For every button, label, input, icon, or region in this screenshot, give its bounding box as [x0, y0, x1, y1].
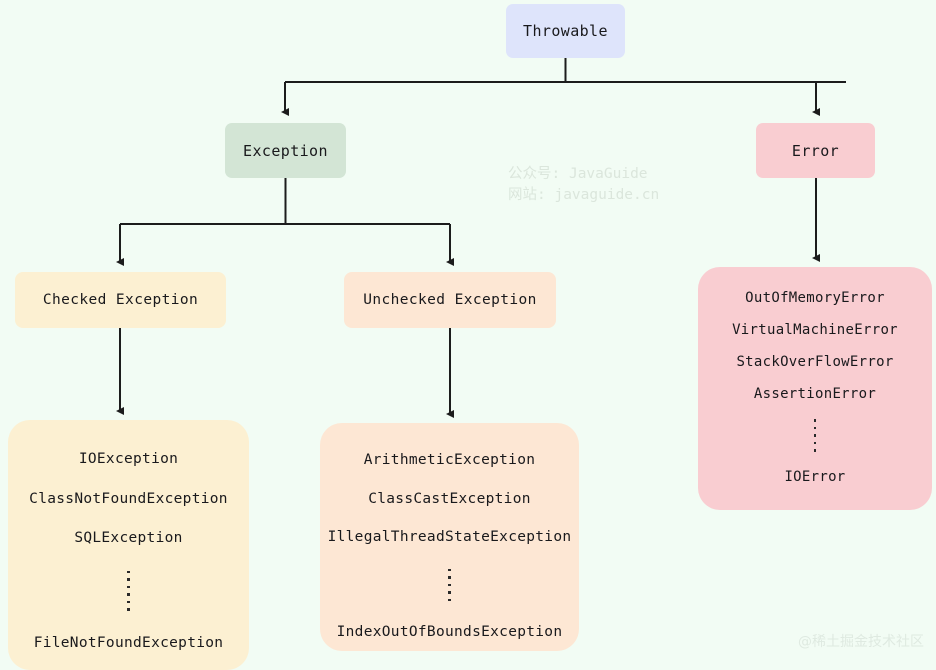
- node-checked-exception-label: Checked Exception: [42, 292, 199, 308]
- node-exception[interactable]: Exception: [225, 123, 346, 178]
- list-item: ClassCastException: [368, 490, 531, 507]
- list-item: IOError: [784, 468, 846, 485]
- list-item: StackOverFlowError: [736, 354, 894, 370]
- watermark-corner: @稀土掘金技术社区: [798, 634, 924, 650]
- list-item: VirtualMachineError: [732, 322, 898, 338]
- watermark-center-line1: 公众号: JavaGuide: [508, 166, 648, 182]
- vertical-ellipsis-icon: [813, 419, 817, 452]
- node-exception-label: Exception: [243, 141, 328, 160]
- node-error-label: Error: [791, 141, 840, 160]
- vertical-ellipsis-icon: [127, 570, 130, 611]
- node-error[interactable]: Error: [756, 123, 875, 178]
- list-item: FileNotFoundException: [33, 634, 224, 651]
- list-item: IllegalThreadStateException: [327, 529, 572, 545]
- node-checked-exception[interactable]: Checked Exception: [15, 272, 226, 328]
- node-throwable-label: Throwable: [523, 22, 608, 40]
- list-checked-exceptions: IOException ClassNotFoundException SQLEx…: [8, 420, 249, 670]
- list-item: AssertionError: [753, 386, 877, 402]
- list-errors: OutOfMemoryError VirtualMachineError Sta…: [698, 267, 932, 510]
- list-item: IOException: [78, 451, 179, 467]
- node-unchecked-exception[interactable]: Unchecked Exception: [344, 272, 556, 328]
- list-item: ArithmeticException: [363, 452, 536, 468]
- list-item: SQLException: [74, 530, 183, 546]
- list-item: OutOfMemoryError: [745, 290, 885, 306]
- node-unchecked-exception-label: Unchecked Exception: [363, 292, 537, 308]
- node-throwable[interactable]: Throwable: [506, 4, 625, 58]
- list-unchecked-exceptions: ArithmeticException ClassCastException I…: [320, 423, 579, 651]
- watermark-center: 公众号: JavaGuide 网站: javaguide.cn: [508, 164, 659, 206]
- watermark-center-line2: 网站: javaguide.cn: [508, 187, 660, 203]
- vertical-ellipsis-icon: [448, 568, 451, 601]
- list-item: IndexOutOfBoundsException: [336, 624, 563, 640]
- list-item: ClassNotFoundException: [29, 490, 228, 507]
